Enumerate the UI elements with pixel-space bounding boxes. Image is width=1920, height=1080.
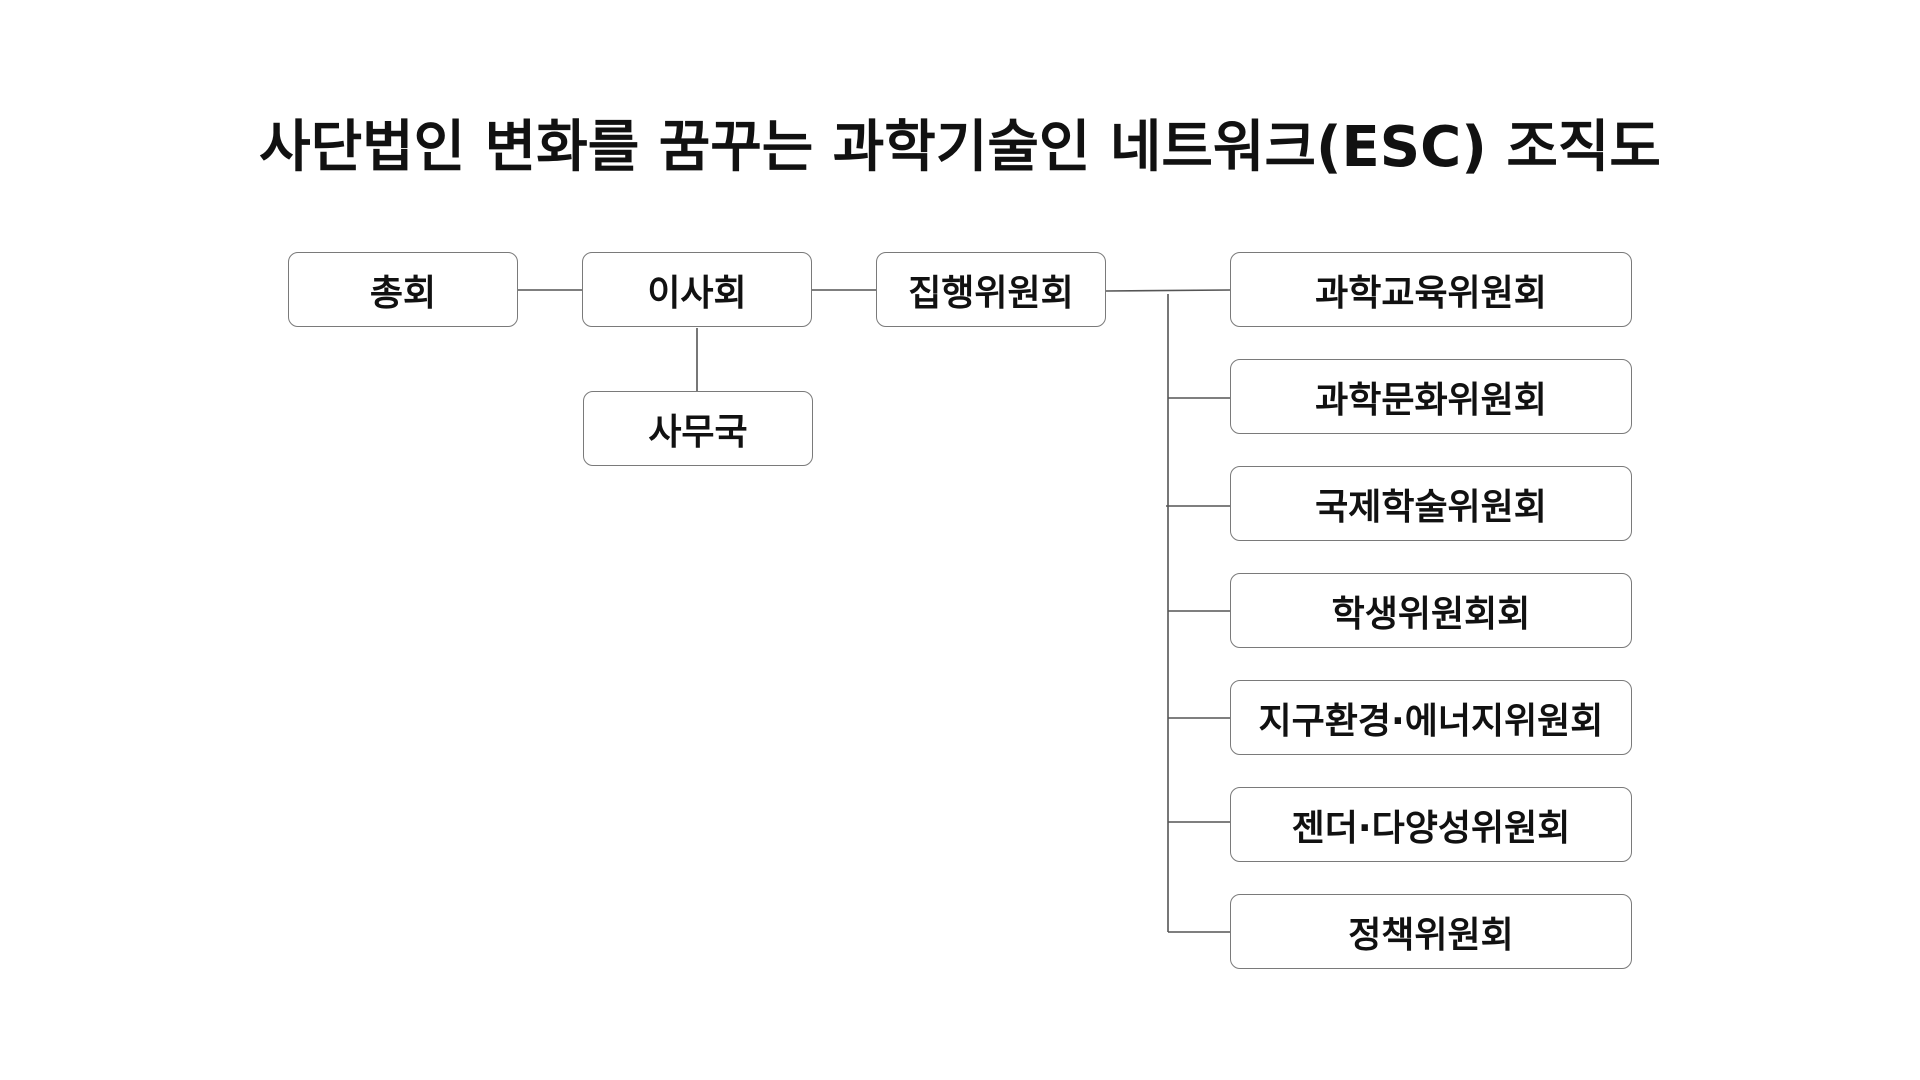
node-executive-committee: 집행위원회: [876, 252, 1106, 327]
committee-box: 국제학술위원회: [1230, 466, 1632, 541]
committee-box: 정책위원회: [1230, 894, 1632, 969]
connector-executive-trunk: [1105, 289, 1231, 292]
committee-box: 과학교육위원회: [1230, 252, 1632, 327]
node-board: 이사회: [582, 252, 812, 327]
committee-box: 지구환경·에너지위원회: [1230, 680, 1632, 755]
committee-label: 젠더·다양성위원회: [1291, 807, 1571, 849]
node-label: 이사회: [647, 272, 747, 314]
node-general-assembly: 총회: [288, 252, 518, 327]
chart-title: 사단법인 변화를 꿈꾸는 과학기술인 네트워크(ESC) 조직도: [259, 115, 1661, 180]
committee-label: 정책위원회: [1348, 914, 1514, 956]
committee-box: 과학문화위원회: [1230, 359, 1632, 434]
node-secretariat: 사무국: [583, 391, 813, 466]
committee-box: 학생위원회회: [1230, 573, 1632, 648]
committee-label: 국제학술위원회: [1315, 486, 1547, 528]
node-label: 사무국: [648, 411, 748, 453]
node-label: 집행위원회: [908, 272, 1074, 314]
committee-label: 과학교육위원회: [1315, 272, 1547, 314]
committee-box: 젠더·다양성위원회: [1230, 787, 1632, 862]
committee-label: 과학문화위원회: [1315, 379, 1547, 421]
node-label: 총회: [369, 272, 437, 314]
committee-label: 학생위원회회: [1331, 593, 1531, 635]
committee-label: 지구환경·에너지위원회: [1258, 700, 1604, 742]
